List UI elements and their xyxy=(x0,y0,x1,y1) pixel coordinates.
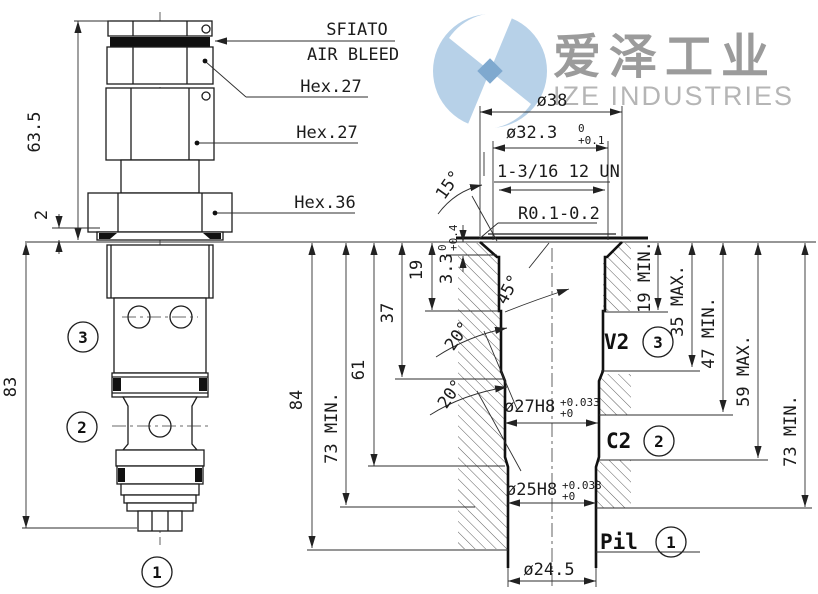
dim-47min: 47 MIN. xyxy=(699,297,719,369)
left-wall-hatch xyxy=(458,243,508,549)
dim-edge-radius: R0.1-0.2 xyxy=(518,204,600,224)
right-wall-hatch-low xyxy=(596,460,631,508)
dim-dia27h8-tol-upper: +0.033 xyxy=(560,396,600,409)
dim-dia32-3-tol-lower: +0.1 xyxy=(578,134,605,147)
svg-text:2: 2 xyxy=(654,432,664,451)
cavity-section-view xyxy=(307,233,812,586)
dim-thread-spec: 1-3/16 12 UN xyxy=(497,162,620,182)
watermark-chinese-text: 爱泽工业 xyxy=(553,31,777,84)
valve-elevation-view xyxy=(87,12,233,545)
dim-35max: 35 MAX. xyxy=(668,265,688,337)
dim-3-3-tol-lower: +0.4 xyxy=(447,224,460,251)
air-bleed-seal xyxy=(110,37,210,47)
balloon-port3-left: 3 xyxy=(67,321,99,353)
dim-3-3: 3.3 xyxy=(437,253,457,284)
svg-text:3: 3 xyxy=(653,333,663,352)
port-label-c2: C2 xyxy=(606,429,631,453)
dim-dia27h8-tol-lower: +0 xyxy=(560,407,573,420)
label-hex36: Hex.36 xyxy=(294,193,355,213)
dim-3-3-tol-upper: 0 xyxy=(436,244,449,251)
dim-2: 2 xyxy=(32,210,52,220)
dim-73min-right: 73 MIN. xyxy=(781,395,801,467)
dim-dia25h8-tol-upper: +0.033 xyxy=(562,479,602,492)
angle-15: 15° xyxy=(432,167,466,204)
balloon-port2-left: 2 xyxy=(66,411,98,443)
label-sfiato: SFIATO xyxy=(326,20,387,40)
svg-text:3: 3 xyxy=(78,328,88,347)
section-bore-dimensions: ø27H8 +0.033 +0 ø25H8 +0.033 +0 ø24.5 xyxy=(504,396,602,587)
dim-63-5: 63.5 xyxy=(25,112,45,153)
section-right-dimensions: 19 MIN. 35 MAX. 47 MIN. 59 MAX. 73 MIN. xyxy=(635,241,809,507)
right-wall-hatch-top xyxy=(603,243,631,311)
dim-83: 83 xyxy=(1,377,21,397)
bore-wall-right xyxy=(594,241,623,568)
section-port-labels: V2 3 C2 2 Pil 1 xyxy=(600,326,687,558)
dim-61: 61 xyxy=(349,360,369,380)
dim-dia32-3-tol-upper: 0 xyxy=(578,122,585,135)
label-hex27-upper: Hex.27 xyxy=(300,77,361,97)
svg-text:2: 2 xyxy=(77,418,87,437)
watermark: 爱泽工业 IZE INDUSTRIES xyxy=(433,12,794,130)
balloon-port1-section: 1 xyxy=(655,526,687,558)
bore-wall-left xyxy=(479,241,510,568)
dim-dia38: ø38 xyxy=(537,91,568,111)
dim-dia27h8: ø27H8 xyxy=(504,397,555,417)
balloon-port3-section: 3 xyxy=(642,326,674,358)
label-hex27-lower: Hex.27 xyxy=(296,123,357,143)
dim-73min-left: 73 MIN. xyxy=(322,392,342,464)
label-air-bleed: AIR BLEED xyxy=(307,45,399,65)
port-label-pil: Pil xyxy=(600,530,638,554)
balloon-port1-left: 1 xyxy=(141,556,173,588)
port-label-v2: V2 xyxy=(604,330,629,354)
section-left-dimensions: 84 73 MIN. 61 37 19 3.3 0 +0.4 xyxy=(287,224,467,548)
dim-dia24-5: ø24.5 xyxy=(523,560,574,580)
dim-84: 84 xyxy=(287,390,307,410)
dim-19: 19 xyxy=(407,260,427,280)
right-wall-hatch-mid xyxy=(599,374,631,415)
dim-dia25h8-tol-lower: +0 xyxy=(562,490,575,503)
dim-dia25h8: ø25H8 xyxy=(506,480,557,500)
valve-dimensions: 63.5 2 83 SFIATO AIR BLEED Hex.27 Hex.27… xyxy=(1,20,816,588)
dim-dia32-3: ø32.3 xyxy=(506,123,557,143)
svg-text:1: 1 xyxy=(152,563,162,582)
dim-59max: 59 MAX. xyxy=(734,335,754,407)
dim-37: 37 xyxy=(378,303,398,323)
watermark-english-text: IZE INDUSTRIES xyxy=(553,81,794,111)
svg-text:1: 1 xyxy=(666,533,676,552)
dim-19min: 19 MIN. xyxy=(635,241,655,313)
balloon-port2-section: 2 xyxy=(643,425,675,457)
